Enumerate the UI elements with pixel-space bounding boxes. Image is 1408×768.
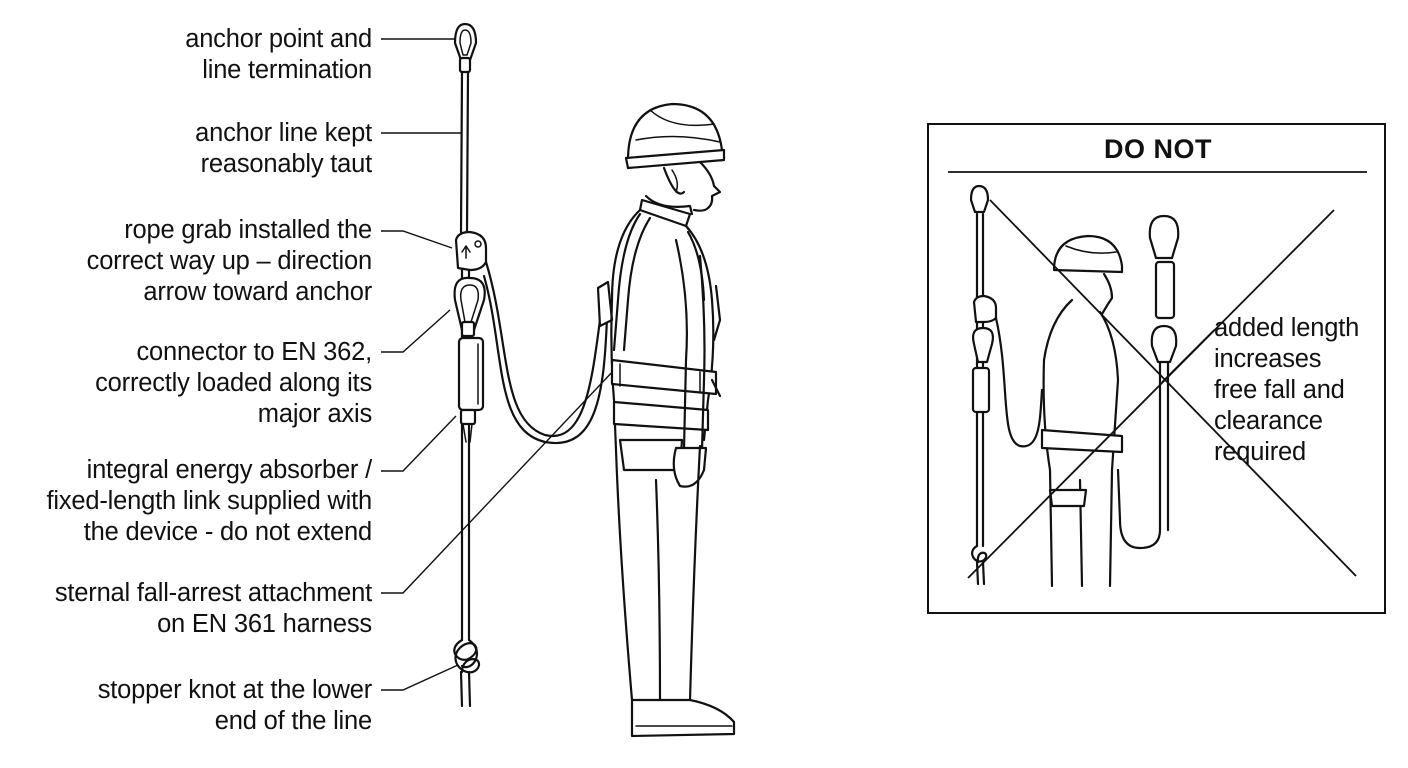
callout-line: anchor point and xyxy=(185,25,372,53)
leader-energy-absorber xyxy=(381,415,457,472)
leader-rope-grab xyxy=(381,230,453,249)
callout-line: anchor line kept xyxy=(195,119,372,147)
lanyard xyxy=(482,260,614,445)
callout-line: fixed-length link supplied with xyxy=(46,487,373,515)
panel-note-line: free fall and xyxy=(1214,376,1345,404)
callout-line: end of the line xyxy=(214,707,372,735)
callout-line: line termination xyxy=(202,56,372,84)
cross-out-icon xyxy=(967,199,1357,579)
panel-note-line: required xyxy=(1214,438,1306,466)
callout-connector: connector to EN 362, correctly loaded al… xyxy=(95,337,372,430)
callout-line: correctly loaded along its xyxy=(95,369,372,397)
do-not-panel xyxy=(927,123,1386,614)
callout-energy-absorber: integral energy absorber / fixed-length … xyxy=(47,455,373,548)
connector-carabiner-icon xyxy=(453,276,486,338)
energy-absorber-icon xyxy=(457,336,485,443)
callout-line: correct way up – direction xyxy=(86,247,373,275)
leader-sternal xyxy=(381,367,617,594)
figure-eight-knot-icon xyxy=(453,638,481,674)
callout-line: on EN 361 harness xyxy=(157,610,372,638)
callout-line: arrow toward anchor xyxy=(143,278,372,306)
rope-grab-icon xyxy=(454,230,488,272)
callout-rope-grab: rope grab installed the correct way up –… xyxy=(86,215,373,308)
panel-note-line: clearance xyxy=(1214,407,1323,435)
callout-line: sternal fall-arrest attachment xyxy=(54,579,372,607)
callout-line: stopper knot at the lower xyxy=(97,676,372,704)
callout-line: reasonably taut xyxy=(200,150,373,178)
callout-anchor-line: anchor line kept reasonably taut xyxy=(195,118,372,180)
callout-sternal-attachment: sternal fall-arrest attachment on EN 361… xyxy=(55,578,372,640)
leader-lines xyxy=(381,38,617,691)
panel-title: DO NOT xyxy=(1104,134,1212,164)
panel-note: added length increases free fall and cle… xyxy=(1214,313,1359,468)
panel-note-line: added length xyxy=(1214,314,1360,342)
anchor-carabiner-icon xyxy=(453,22,478,74)
leader-connector xyxy=(381,309,451,353)
helmet-icon xyxy=(624,102,726,170)
callout-line: major axis xyxy=(257,400,372,428)
panel-note-line: increases xyxy=(1214,345,1322,373)
callout-stopper-knot: stopper knot at the lower end of the lin… xyxy=(98,675,372,737)
callout-line: rope grab installed the xyxy=(124,216,372,244)
callout-anchor-point: anchor point and line termination xyxy=(185,24,372,86)
callout-line: connector to EN 362, xyxy=(136,338,372,366)
worker-figure-icon xyxy=(610,102,736,738)
leader-stopper-knot xyxy=(381,664,459,691)
callout-line: integral energy absorber / xyxy=(86,456,373,484)
callout-line: the device - do not extend xyxy=(83,518,372,546)
